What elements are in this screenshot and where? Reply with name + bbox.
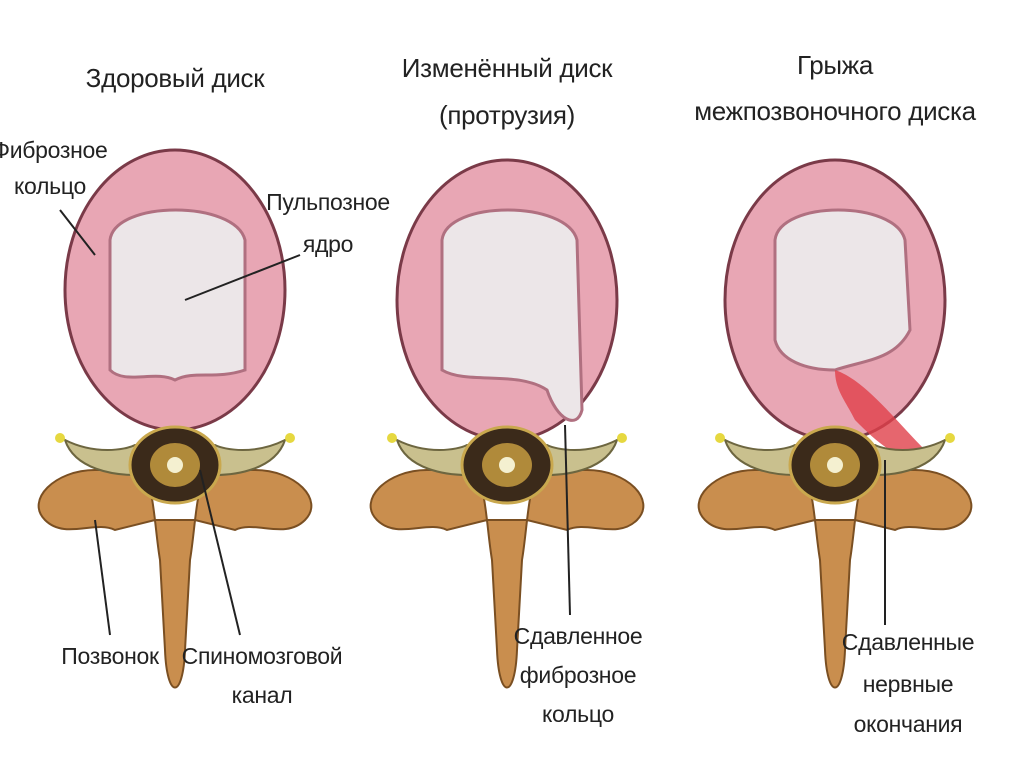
label-annulus-1: Фиброзное bbox=[0, 137, 108, 163]
title-protrusion-line2: (протрузия) bbox=[438, 100, 576, 130]
label-spinal-canal-2: канал bbox=[231, 682, 293, 708]
label-nucleus-1: Пульпозное bbox=[266, 189, 390, 215]
protrusion-disc bbox=[369, 158, 645, 689]
label-compressed-annulus-3: кольцо bbox=[542, 701, 614, 727]
label-nucleus-2: ядро bbox=[302, 231, 354, 257]
label-compressed-nerves-1: Сдавленные bbox=[841, 629, 975, 655]
label-vertebra: Позвонок bbox=[61, 643, 159, 669]
healthy-disc bbox=[37, 148, 313, 689]
label-compressed-annulus-1: Сдавленное bbox=[513, 623, 643, 649]
title-hernia-line2: межпозвоночного диска bbox=[694, 96, 976, 126]
label-compressed-nerves-3: окончания bbox=[853, 711, 963, 737]
label-compressed-nerves-2: нервные bbox=[862, 671, 954, 697]
label-spinal-canal-1: Спиномозговой bbox=[181, 643, 343, 669]
title-hernia-line1: Грыжа bbox=[796, 50, 874, 80]
title-healthy-disc: Здоровый диск bbox=[85, 63, 265, 93]
herniated-disc bbox=[697, 158, 973, 689]
label-annulus-2: кольцо bbox=[14, 173, 86, 199]
label-compressed-annulus-2: фиброзное bbox=[519, 662, 637, 688]
title-protrusion-line1: Изменённый диск bbox=[401, 53, 613, 83]
pointer-lines bbox=[59, 209, 886, 636]
